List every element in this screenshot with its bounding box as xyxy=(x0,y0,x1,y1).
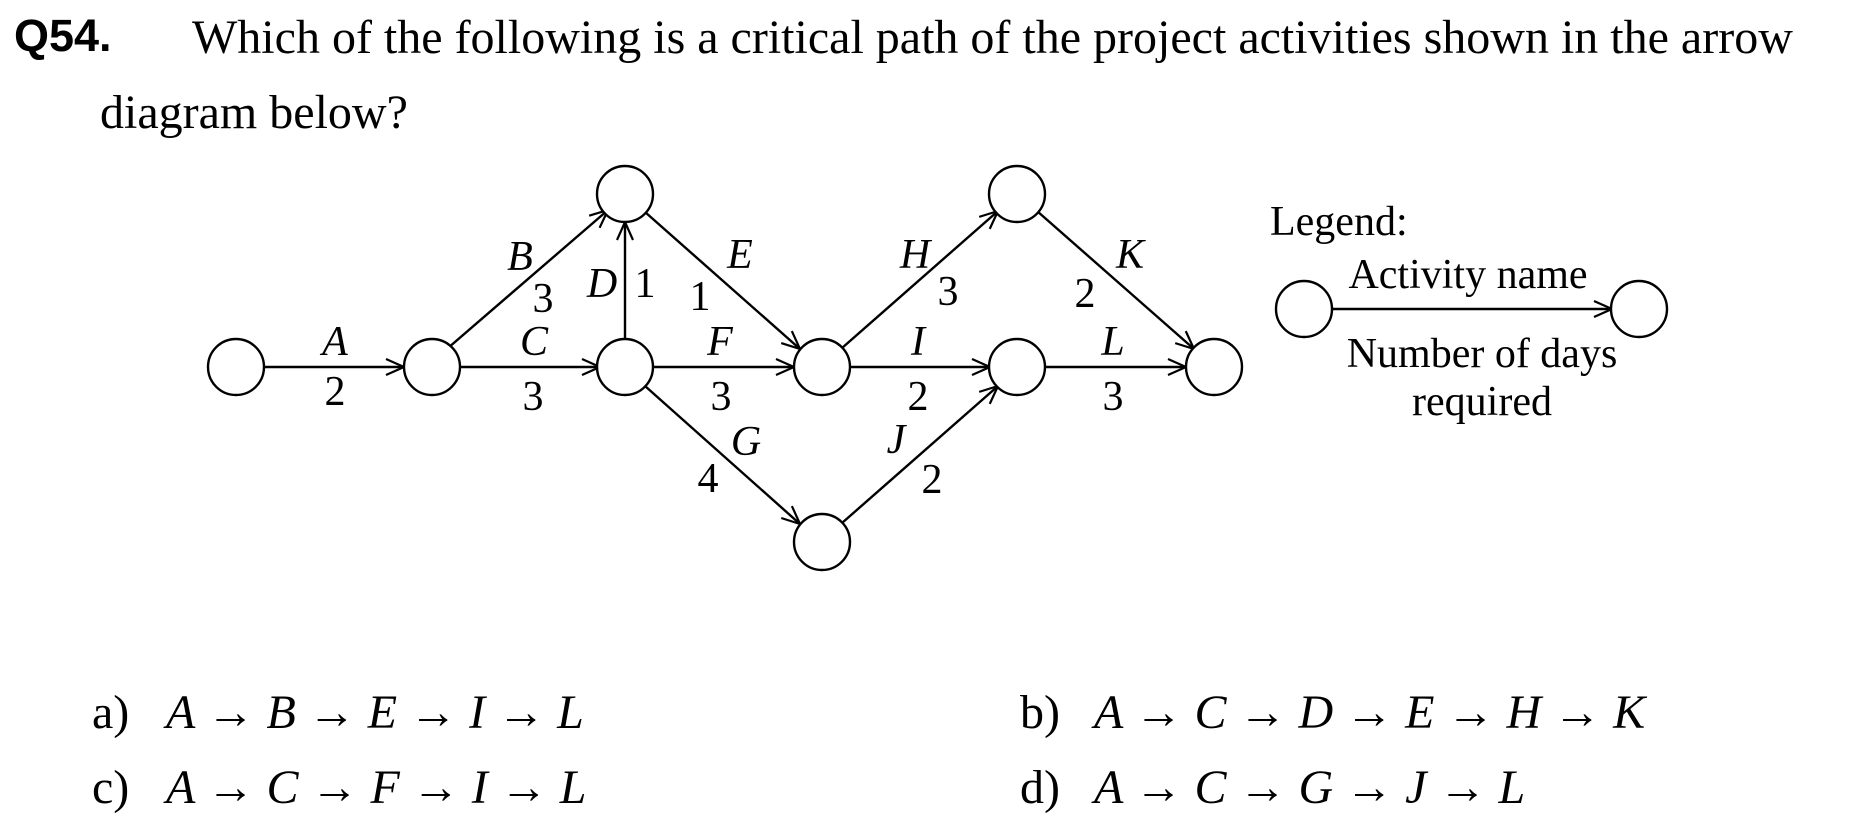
legend-node-end xyxy=(1609,279,1669,339)
activity-name-F: F xyxy=(706,319,733,365)
question-text-line1: Which of the following is a critical pat… xyxy=(192,11,1793,64)
legend-activity-name: Activity name xyxy=(1348,252,1587,298)
activity-name-A: A xyxy=(319,319,348,365)
option-label: b) xyxy=(1020,686,1060,739)
arrow-H xyxy=(841,211,998,349)
activity-name-I: I xyxy=(910,319,927,365)
node-4 xyxy=(595,164,655,224)
activity-days-I: 2 xyxy=(908,374,929,420)
activity-name-D: D xyxy=(586,261,617,307)
arrow-E xyxy=(644,211,800,349)
activity-days-J: 2 xyxy=(922,457,943,503)
legend-node-start xyxy=(1274,279,1334,339)
option-c[interactable]: c) A → C → F → I → L xyxy=(92,760,586,815)
option-a[interactable]: a) A → B → E → I → L xyxy=(92,685,584,740)
legend: Legend: Activity name Number of days req… xyxy=(1270,199,1669,425)
node-8 xyxy=(987,337,1047,397)
option-label: d) xyxy=(1020,761,1060,814)
activity-days-K: 2 xyxy=(1075,271,1096,317)
option-path: A → C → F → I → L xyxy=(166,761,587,814)
option-label: c) xyxy=(92,761,130,814)
activity-name-H: H xyxy=(899,232,933,278)
arrow-K xyxy=(1036,210,1194,349)
node-6 xyxy=(792,512,852,572)
activity-name-J: J xyxy=(887,417,908,463)
option-d[interactable]: d) A → C → G → J → L xyxy=(1020,760,1525,815)
question-number: Q54. xyxy=(14,10,112,61)
activity-name-E: E xyxy=(726,232,753,278)
question-text-line2: diagram below? xyxy=(100,86,408,139)
legend-days-line2: required xyxy=(1412,379,1552,425)
option-b[interactable]: b) A → C → D → E → H → K xyxy=(1020,685,1645,740)
activity-days-D: 1 xyxy=(635,261,656,307)
activity-days-F: 3 xyxy=(711,374,732,420)
node-9 xyxy=(1184,337,1244,397)
activity-name-K: K xyxy=(1115,232,1146,278)
option-path: A → C → G → J → L xyxy=(1094,761,1526,814)
node-3 xyxy=(595,337,655,397)
legend-title: Legend: xyxy=(1270,199,1408,245)
node-7 xyxy=(987,164,1047,224)
activity-days-H: 3 xyxy=(938,269,959,315)
node-5 xyxy=(792,337,852,397)
activity-days-B: 3 xyxy=(533,276,554,322)
arrow-J xyxy=(841,386,998,524)
activity-days-L: 3 xyxy=(1103,374,1124,420)
activity-name-G: G xyxy=(731,419,761,465)
activity-days-E: 1 xyxy=(690,274,711,320)
arrow-B xyxy=(447,210,608,349)
node-1 xyxy=(206,337,266,397)
activity-days-A: 2 xyxy=(325,369,346,415)
activity-name-C: C xyxy=(520,319,549,365)
node-2 xyxy=(402,337,462,397)
activity-days-C: 3 xyxy=(523,374,544,420)
option-label: a) xyxy=(92,686,130,739)
activity-name-L: L xyxy=(1100,319,1124,365)
activity-days-G: 4 xyxy=(698,456,719,502)
legend-days-line1: Number of days xyxy=(1347,331,1618,377)
arrow-G xyxy=(644,385,800,524)
activity-name-B: B xyxy=(507,234,533,280)
option-path: A → C → D → E → H → K xyxy=(1094,686,1646,739)
option-path: A → B → E → I → L xyxy=(166,686,584,739)
